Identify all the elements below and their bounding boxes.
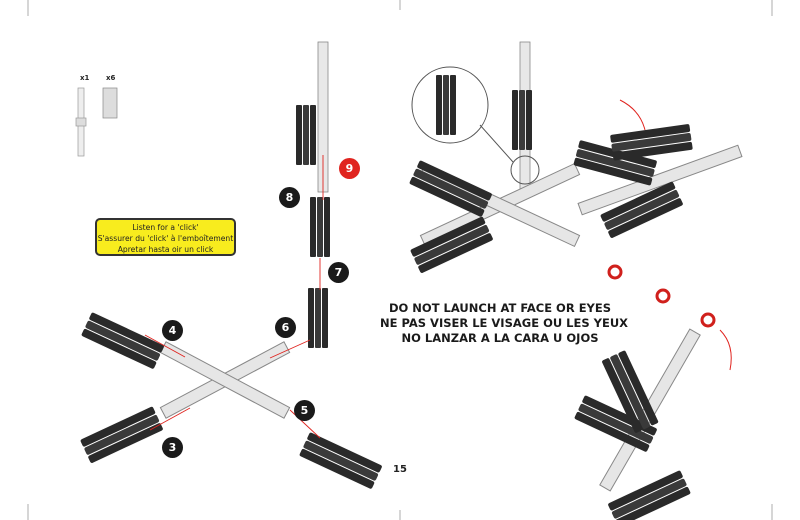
step-9-badge: 9: [339, 158, 360, 179]
step-5-badge: 5: [294, 400, 315, 421]
safety-warning: DO NOT LAUNCH AT FACE OR EYES NE PAS VIS…: [380, 301, 629, 346]
click-note-es: Apretar hasta oir un click: [117, 245, 214, 254]
click-note-fr: S'assurer du 'click' à l'emboîtement: [97, 234, 234, 243]
warning-fr: NE PAS VISER LE VISAGE OU LES YEUX: [380, 316, 629, 330]
plank-quantity: x6: [106, 74, 116, 82]
step-6-badge: 6: [275, 317, 296, 338]
right-top-assembly: [409, 41, 581, 274]
click-note: Listen for a 'click' S'assurer du 'click…: [95, 218, 236, 256]
warning-es: NO LANZAR A LA CARA U OJOS: [401, 331, 599, 345]
step-7-badge: 7: [328, 262, 349, 283]
warning-en: DO NOT LAUNCH AT FACE OR EYES: [388, 301, 612, 315]
rod-quantity: x1: [80, 74, 90, 82]
page-number: 15: [393, 464, 407, 475]
step-4-badge: 4: [162, 320, 183, 341]
launch-illustration: [574, 264, 732, 520]
right-folded-assembly: [573, 99, 743, 239]
crop-marks: [27, 0, 773, 520]
step-8-badge: 8: [279, 187, 300, 208]
step-3-badge: 3: [162, 437, 183, 458]
left-assembly: [80, 41, 383, 490]
parts-icons: [75, 87, 118, 157]
click-note-en: Listen for a 'click': [132, 223, 199, 232]
